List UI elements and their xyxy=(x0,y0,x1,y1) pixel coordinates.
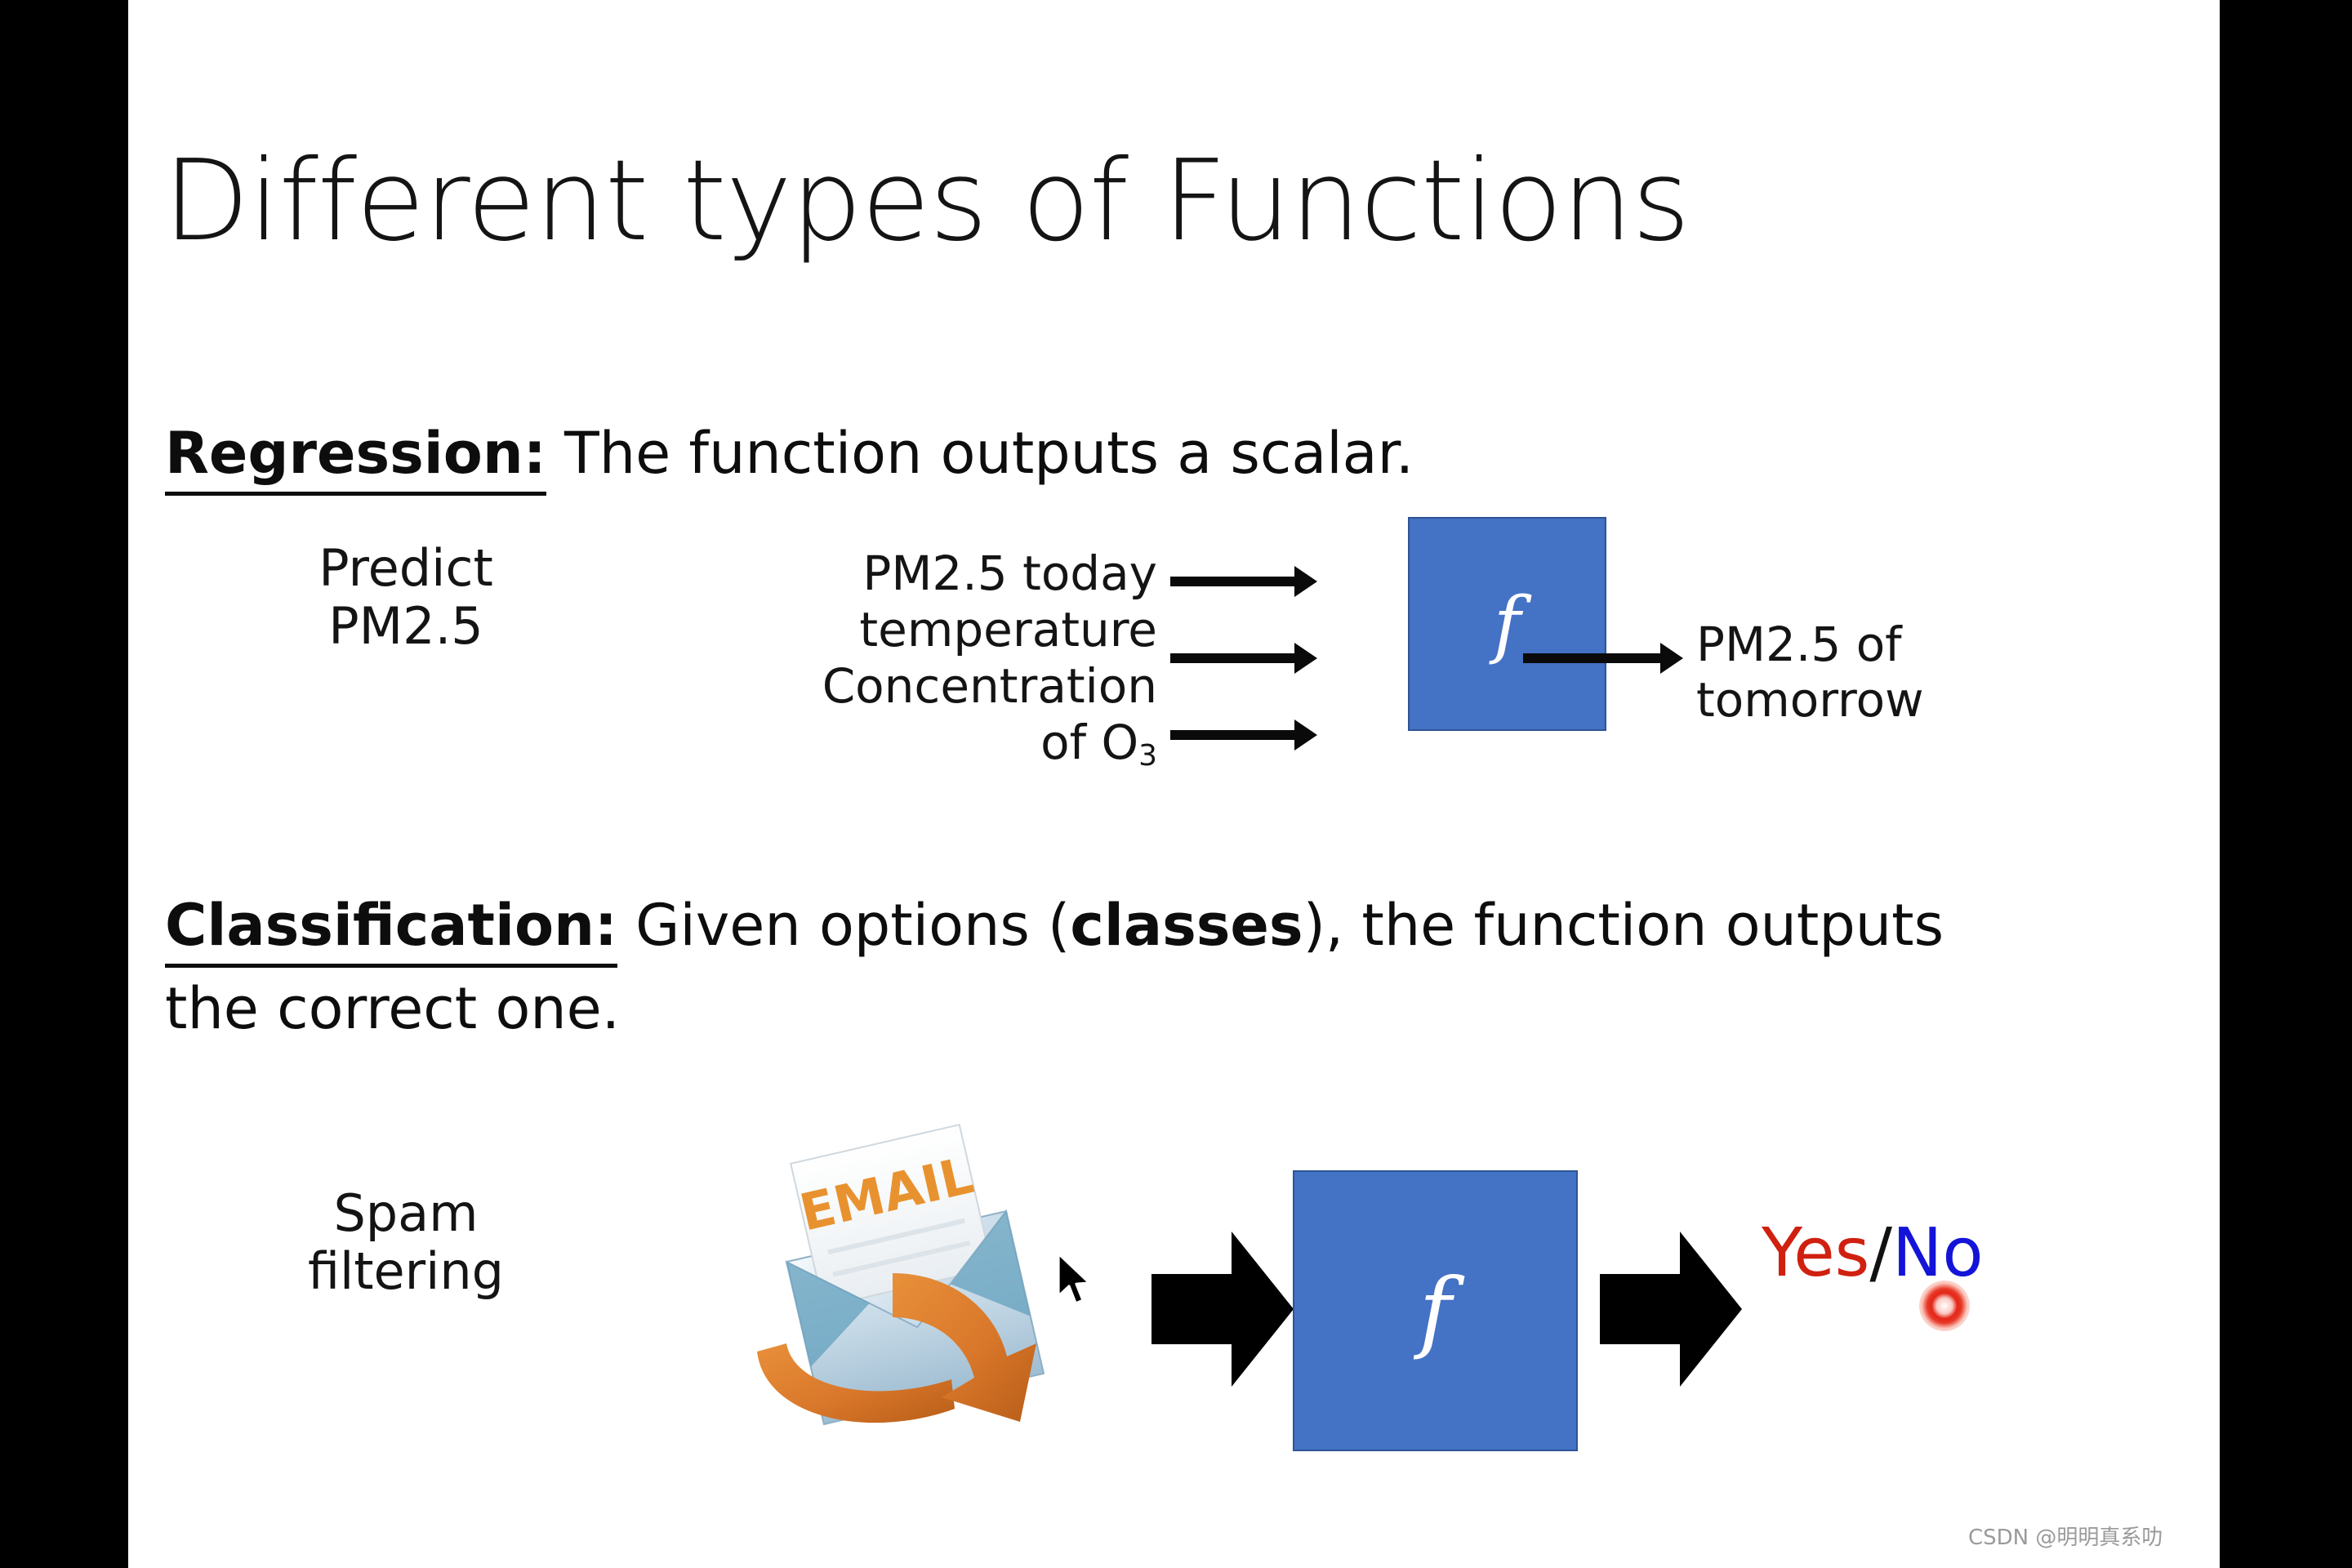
regression-function-box: f xyxy=(1408,517,1606,731)
classification-statement-mid: Given options ( xyxy=(617,892,1071,959)
regression-input-2-cont-text: of O xyxy=(1040,715,1139,770)
slide-canvas: Different types of Functions Regression:… xyxy=(128,0,2220,1568)
classification-function-symbol: f xyxy=(1419,1259,1452,1362)
watermark-label: CSDN @明明真系叻 xyxy=(1968,1526,2163,1550)
regression-input-arrow-2 xyxy=(1170,643,1317,674)
regression-input-1: temperature xyxy=(859,602,1157,657)
regression-output: PM2.5 of tomorrow xyxy=(1696,617,1924,728)
regression-input-2: Concentration xyxy=(822,658,1157,714)
classification-input-arrow xyxy=(1152,1232,1294,1387)
classification-task-label-line2: filtering xyxy=(307,1241,505,1302)
classification-output-no: No xyxy=(1892,1214,1984,1292)
regression-function-symbol: f xyxy=(1493,581,1521,667)
classification-task-label: Spam filtering xyxy=(251,1184,561,1301)
mouse-cursor-icon xyxy=(1055,1252,1094,1311)
regression-task-label-line2: PM2.5 xyxy=(328,596,483,657)
regression-input-0: PM2.5 today xyxy=(862,546,1157,601)
regression-input-arrow-3 xyxy=(1170,719,1317,751)
classification-output-separator: / xyxy=(1869,1214,1893,1292)
regression-input-arrow-1 xyxy=(1170,566,1317,597)
letterbox-bar-right xyxy=(2220,0,2352,1568)
classification-statement-line1: Classification: Given options (classes),… xyxy=(165,892,1944,968)
email-envelope-icon: EMAIL xyxy=(733,1098,1076,1441)
laser-pointer-dot xyxy=(1919,1281,1970,1331)
regression-task-label: Predict PM2.5 xyxy=(251,539,561,656)
regression-inputs: PM2.5 today temperature Concentration of… xyxy=(332,546,1157,773)
regression-input-2-continued: of O3 xyxy=(332,715,1157,773)
regression-input-2-subscript: 3 xyxy=(1138,738,1157,773)
regression-output-arrow xyxy=(1523,643,1683,674)
classification-lead-label: Classification: xyxy=(165,892,617,968)
classification-task-label-line1: Spam xyxy=(333,1183,479,1243)
classification-statement-rest: ), the function outputs xyxy=(1303,892,1944,959)
regression-statement-rest: The function outputs a scalar. xyxy=(546,420,1414,487)
classification-output-label: Yes/No xyxy=(1762,1220,1984,1287)
letterbox-bar-left xyxy=(0,0,128,1568)
regression-output-line1: PM2.5 of xyxy=(1696,617,1902,672)
regression-task-label-line1: Predict xyxy=(318,538,493,598)
regression-statement: Regression: The function outputs a scala… xyxy=(165,420,1414,496)
classification-output-yes: Yes xyxy=(1762,1214,1870,1292)
classification-classes-word: classes xyxy=(1070,892,1303,959)
classification-statement-line2: the correct one. xyxy=(165,975,620,1042)
page-title: Different types of Functions xyxy=(163,136,1690,266)
regression-output-line2: tomorrow xyxy=(1696,672,1924,728)
classification-function-box: f xyxy=(1293,1170,1578,1451)
regression-lead-label: Regression: xyxy=(165,420,546,496)
classification-output-arrow xyxy=(1600,1232,1742,1387)
